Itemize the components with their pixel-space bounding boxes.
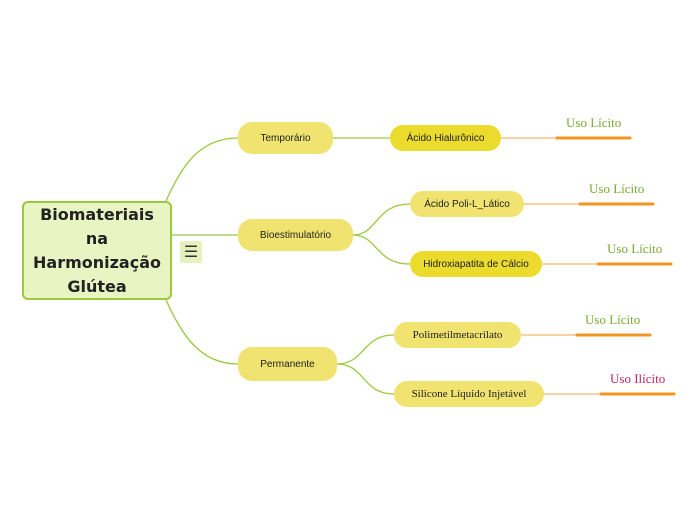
hamburger-menu-icon[interactable]: ☰ bbox=[180, 241, 202, 263]
topic-permanente[interactable]: Permanente bbox=[238, 347, 337, 381]
connector-perm-silicone bbox=[336, 363, 395, 395]
tag-uso-ilicito[interactable]: Uso Ilícito bbox=[610, 371, 666, 386]
connector-root-temporario bbox=[165, 137, 239, 202]
connector-bio-hidroxiapatita bbox=[352, 234, 411, 265]
topic-hidroxiapatita-de-calcio[interactable]: Hidroxiapatita de Cálcio bbox=[410, 251, 542, 277]
tag-uso-licito-2[interactable]: Uso Lícito bbox=[589, 181, 645, 196]
tag-uso-licito-4[interactable]: Uso Lícito bbox=[585, 312, 641, 327]
root-topic[interactable]: Biomateriais na Harmonização Glútea bbox=[22, 201, 172, 300]
topic-acido-poli-l-latico[interactable]: Ácido Poli-L_Lático bbox=[410, 191, 524, 217]
connector-bio-poli-l-latico bbox=[352, 203, 411, 236]
tag-uso-licito-3[interactable]: Uso Lícito bbox=[607, 241, 663, 256]
topic-bioestimulatorio[interactable]: Bioestimulatório bbox=[238, 219, 353, 251]
root-topic-label: Biomateriais na Harmonização Glútea bbox=[33, 204, 161, 296]
topic-silicone-liquido-injetavel[interactable]: Silicone Líquido Injetável bbox=[394, 381, 544, 407]
connector-root-permanente bbox=[165, 299, 239, 365]
connector-perm-polimetilmetacrilato bbox=[336, 334, 395, 365]
topic-polimetilmetacrilato[interactable]: Polimetilmetacrilato bbox=[394, 322, 521, 348]
tag-uso-licito-1[interactable]: Uso Lícito bbox=[566, 115, 622, 130]
topic-temporario[interactable]: Temporário bbox=[238, 122, 333, 154]
topic-acido-hialuronico[interactable]: Ácido Hialurônico bbox=[390, 125, 501, 151]
